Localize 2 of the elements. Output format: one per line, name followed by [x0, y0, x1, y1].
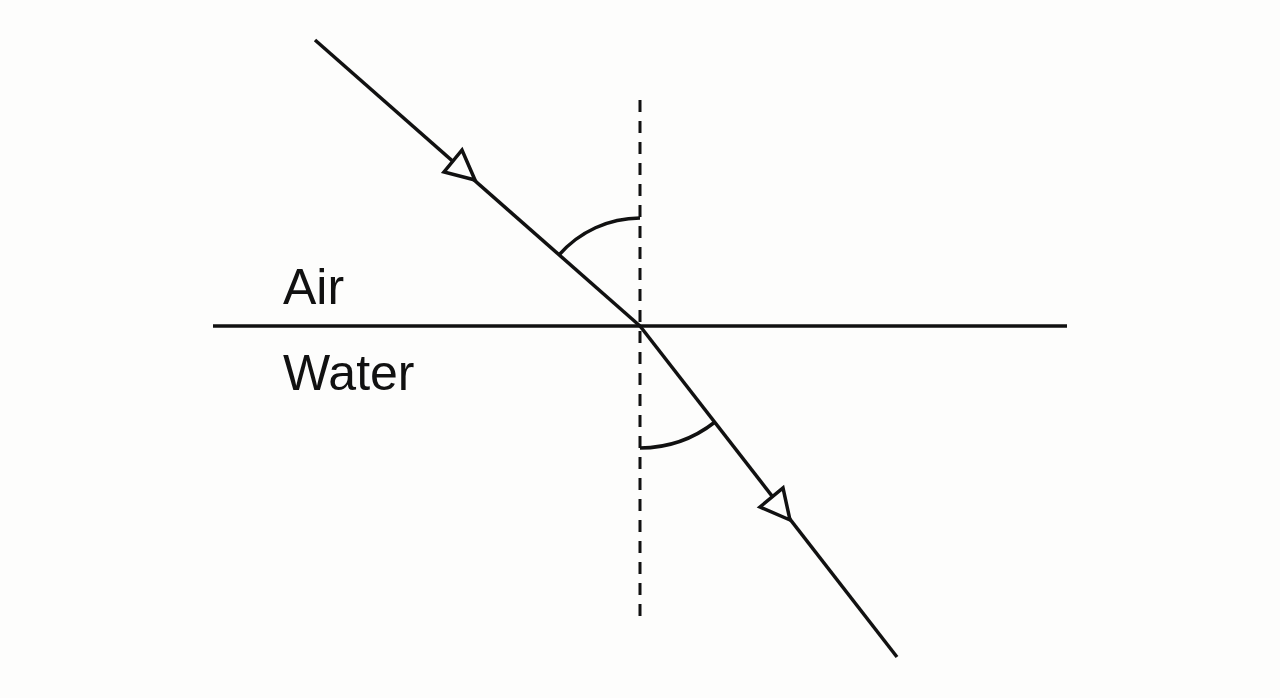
medium-label: Air — [283, 262, 345, 312]
medium-label: Water — [283, 348, 415, 398]
